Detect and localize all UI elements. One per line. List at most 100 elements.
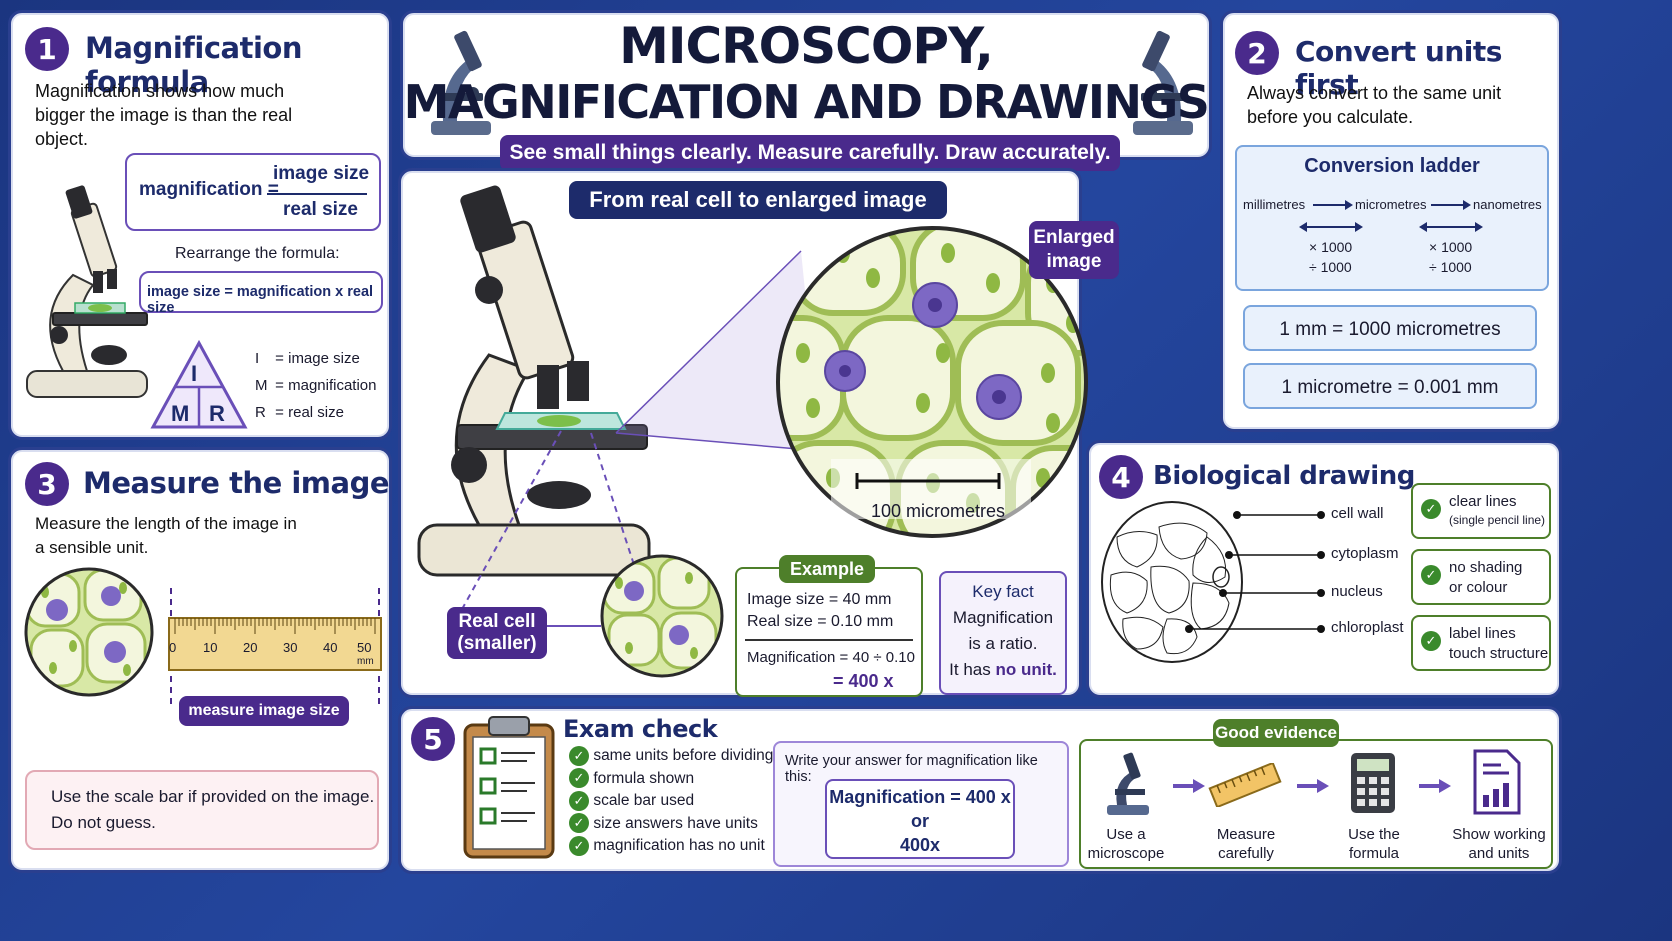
microscope-icon-right	[1133, 30, 1193, 135]
unit-millimetres: millimetres	[1243, 197, 1306, 212]
check-icon: ✓	[1421, 565, 1441, 585]
checklist-item: ✓ formula shown	[569, 768, 773, 791]
ladder-title: Conversion ladder	[1304, 155, 1480, 177]
rule-label-lines: ✓ label lines touch structure	[1411, 615, 1551, 671]
arrow-right-icon	[1173, 779, 1205, 793]
good-evidence-tag: Good evidence	[1213, 719, 1339, 747]
example-line3: Magnification = 40 ÷ 0.10	[747, 649, 915, 666]
panel-intro: Measure the length of the image in a sen…	[35, 514, 297, 557]
calculator-icon	[1351, 753, 1395, 813]
check-icon: ✓	[569, 790, 589, 811]
triangle-left-letter: M	[171, 401, 190, 426]
panel-title: Magnification formula	[85, 31, 302, 99]
example-tag: Example	[779, 555, 875, 583]
microscope-large	[417, 185, 651, 577]
label-cytoplasm: cytoplasm	[1331, 545, 1399, 562]
scale-bar-tip: Use the scale bar if provided on the ima…	[25, 770, 379, 850]
formula-denominator: real size	[283, 199, 358, 220]
triangle-key: I = image size M = magnification R = rea…	[255, 345, 377, 426]
key-row: R = real size	[255, 404, 344, 421]
enlarged-image-label: Enlarged image	[1029, 221, 1119, 279]
center-panel: From real cell to enlarged image	[398, 168, 1119, 698]
measured-cells-image	[24, 567, 154, 697]
checklist-item: ✓ size answers have units	[569, 813, 773, 836]
label-cell-wall: cell wall	[1331, 505, 1384, 522]
panel-exam-check: 5 Exam check ✓ same units before dividin…	[398, 706, 1562, 874]
rearranged-formula: image size = magnification x real size	[147, 284, 374, 316]
op-divide: ÷ 1000	[1429, 259, 1472, 275]
microscope-icon-left	[431, 30, 491, 135]
panel-biological-drawing: 4 Biological drawing cell wall cytoplasm…	[1086, 440, 1562, 698]
center-banner: From real cell to enlarged image	[569, 181, 947, 219]
fact-micrometre-to-mm: 1 micrometre = 0.001 mm	[1243, 363, 1537, 409]
triangle-top-letter: I	[191, 361, 198, 386]
rule-clear-lines: ✓ clear lines (single pencil line)	[1411, 483, 1551, 539]
panel-title: Convert units first	[1295, 35, 1502, 101]
ruler-tick-label: 30	[283, 640, 298, 655]
example-line2: Real size = 0.10 mm	[747, 613, 894, 630]
triangle-right-letter: R	[209, 401, 225, 426]
panel-intro: Magnification shows how much bigger the …	[35, 81, 293, 149]
answer-format-box: Write your answer for magnification like…	[773, 741, 1069, 867]
fraction-line	[267, 193, 367, 195]
unit-nanometres: nanometres	[1473, 197, 1542, 212]
zoom-lines	[460, 250, 822, 612]
panel-intro: Always convert to the same unit before y…	[1247, 83, 1502, 127]
step-number: 3	[25, 462, 69, 506]
ruler-tick-label: 20	[243, 640, 258, 655]
panel-title: Biological drawing	[1153, 461, 1415, 491]
ruler-tick-label: 0	[169, 640, 177, 655]
real-cell-label: Real cell (smaller)	[447, 607, 547, 659]
formula-numerator: image size	[273, 163, 370, 184]
conversion-ladder: Conversion ladder millimetres micrometre…	[1235, 145, 1549, 291]
key-fact-line1: Magnification	[952, 608, 1054, 627]
measure-image-label: measure image size	[179, 696, 349, 726]
imr-triangle	[150, 339, 248, 429]
fact-mm-to-micrometres: 1 mm = 1000 micrometres	[1243, 305, 1537, 351]
check-icon: ✓	[569, 768, 589, 789]
checklist-item: ✓ same units before dividing	[569, 745, 773, 768]
check-icon: ✓	[569, 745, 589, 766]
exam-checklist: ✓ same units before dividing ✓ formula s…	[569, 745, 773, 858]
answer-example-box: Magnification = 400 x or 400x	[825, 779, 1015, 859]
label-chloroplast: chloroplast	[1331, 619, 1404, 636]
example-box: Image size = 40 mm Real size = 0.10 mm M…	[735, 567, 923, 697]
cell-line-drawing	[1101, 501, 1243, 663]
checklist-item: ✓ magnification has no unit	[569, 835, 773, 858]
arrow-right-icon	[1419, 779, 1451, 793]
page-title-line1: MICROSCOPY,	[619, 17, 994, 75]
subtitle-banner: See small things clearly. Measure carefu…	[500, 135, 1120, 171]
microscope-icon	[1107, 752, 1149, 815]
arrow-right-icon	[1431, 200, 1471, 210]
check-icon: ✓	[1421, 631, 1441, 651]
label-nucleus: nucleus	[1331, 583, 1383, 600]
key-fact-line3: It has no unit.	[949, 660, 1057, 679]
answer-intro: Write your answer for magnification like…	[785, 753, 1038, 785]
unit-micrometres: micrometres	[1355, 197, 1427, 212]
step-number: 1	[25, 27, 69, 71]
rule-no-shading: ✓ no shading or colour	[1411, 549, 1551, 605]
key-row: I = image size	[255, 350, 360, 367]
enlarged-cells-image	[776, 226, 1088, 538]
document-chart-icon	[1473, 749, 1521, 815]
key-fact-title: Key fact	[972, 582, 1034, 601]
real-cell-image	[600, 554, 724, 678]
real-cell-pointer	[541, 625, 601, 627]
panel-magnification-formula: 1 Magnification formula Magnification sh…	[8, 10, 392, 440]
panel-measure-image: 3 Measure the image Measure the length o…	[8, 447, 392, 873]
microscope-illustration	[26, 185, 148, 398]
ruler-tick-label: 10	[203, 640, 218, 655]
ruler-tick-label: 50	[357, 640, 372, 655]
panel-convert-units: 2 Convert units first Always convert to …	[1220, 10, 1562, 432]
formula-box: magnification = image size real size	[125, 153, 381, 231]
rearrange-label: Rearrange the formula:	[175, 245, 340, 262]
check-icon: ✓	[1421, 499, 1441, 519]
key-row: M = magnification	[255, 377, 377, 394]
page-title-line2: MAGNIFICATION AND DRAWINGS	[403, 75, 1210, 129]
rearranged-formula-box: image size = magnification x real size	[139, 271, 383, 316]
ruler-tick-label: 40	[323, 640, 338, 655]
